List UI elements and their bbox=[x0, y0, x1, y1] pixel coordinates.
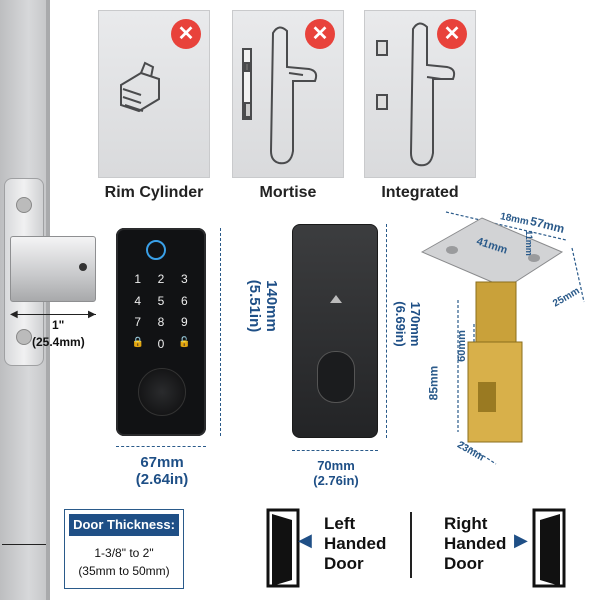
latch-diagram bbox=[420, 211, 585, 465]
bore-arrow bbox=[12, 314, 96, 315]
front-panel: 1 2 3 4 5 6 7 8 9 🔒 0 🔓 bbox=[116, 228, 206, 436]
right-arrow-icon: ▶ bbox=[514, 530, 528, 550]
keypad-key[interactable]: 1 bbox=[134, 272, 141, 286]
keypad-key[interactable]: 5 bbox=[157, 293, 165, 308]
door-thickness-inch: 1-3/8" to 2" bbox=[94, 546, 154, 560]
left-handed-label: Left Handed Door bbox=[324, 514, 387, 573]
front-width-line bbox=[116, 446, 206, 447]
front-width-label: 67mm (2.64in) bbox=[135, 454, 189, 488]
thumb-turn bbox=[317, 351, 355, 403]
not-compatible-icon: ✕ bbox=[305, 19, 335, 49]
keypad-key[interactable]: 3 bbox=[180, 272, 188, 286]
bore-inch-label: 1" bbox=[52, 318, 65, 332]
integrated-panel: ✕ bbox=[364, 10, 476, 178]
integrated-label: Integrated bbox=[381, 184, 459, 201]
keypad-key[interactable]: 9 bbox=[180, 315, 188, 329]
back-panel bbox=[292, 224, 378, 438]
mortise-label: Mortise bbox=[259, 184, 317, 201]
screw-icon bbox=[16, 329, 32, 345]
back-width-label: 70mm (2.76in) bbox=[313, 458, 359, 488]
bore-arrow-left-icon: ◀ bbox=[10, 309, 18, 320]
keypad-key[interactable]: 🔒 bbox=[131, 336, 144, 348]
left-arrow-icon: ◀ bbox=[298, 530, 312, 550]
latch-dim-85: 85mm bbox=[426, 365, 441, 401]
keypad-key[interactable]: 0 bbox=[157, 336, 165, 351]
keypad-key[interactable]: 4 bbox=[134, 293, 141, 308]
keypad-key[interactable]: 2 bbox=[157, 272, 165, 286]
keypad: 1 2 3 4 5 6 7 8 9 🔒 0 🔓 bbox=[126, 272, 196, 352]
fingerprint-sensor-icon bbox=[146, 240, 166, 260]
back-width-line bbox=[292, 450, 378, 451]
deadbolt-body bbox=[10, 236, 96, 302]
back-height-line bbox=[386, 224, 387, 438]
front-height-label: 140mm (5.51in) bbox=[246, 279, 280, 333]
bore-mm-label: (25.4mm) bbox=[32, 335, 85, 349]
keypad-key[interactable]: 🔓 bbox=[178, 336, 191, 348]
not-compatible-icon: ✕ bbox=[171, 19, 201, 49]
rim-cylinder-label: Rim Cylinder bbox=[104, 184, 204, 201]
integrated-lock-icon bbox=[376, 22, 456, 167]
mortise-lock-icon bbox=[242, 26, 318, 165]
screw-icon bbox=[16, 197, 32, 213]
left-door-icon bbox=[266, 508, 300, 588]
latch-dim-11: 11mm bbox=[523, 230, 534, 256]
key-cylinder bbox=[138, 368, 186, 416]
bore-arrow-right-icon: ▶ bbox=[88, 309, 96, 320]
keypad-key[interactable]: 7 bbox=[134, 315, 141, 329]
mortise-panel: ✕ bbox=[232, 10, 344, 178]
door-thickness-box: Door Thickness: 1-3/8" to 2" (35mm to 50… bbox=[64, 509, 184, 589]
rim-cylinder-icon bbox=[120, 61, 160, 113]
bolt-hole bbox=[79, 263, 87, 271]
keypad-key[interactable]: 8 bbox=[157, 315, 165, 329]
door-thickness-heading: Door Thickness: bbox=[69, 514, 179, 536]
rim-cylinder-panel: ✕ bbox=[98, 10, 210, 178]
front-height-line bbox=[220, 228, 221, 436]
divider bbox=[410, 512, 412, 578]
door-thickness-mm: (35mm to 50mm) bbox=[78, 564, 170, 578]
keypad-key[interactable]: 6 bbox=[180, 293, 188, 308]
battery-cover-arrow-icon bbox=[330, 295, 342, 303]
thickness-arrow bbox=[2, 544, 46, 545]
right-handed-label: Right Handed Door bbox=[444, 514, 507, 573]
right-door-icon bbox=[532, 508, 566, 588]
not-compatible-icon: ✕ bbox=[437, 19, 467, 49]
latch-dim-60: 60mm bbox=[455, 330, 468, 362]
